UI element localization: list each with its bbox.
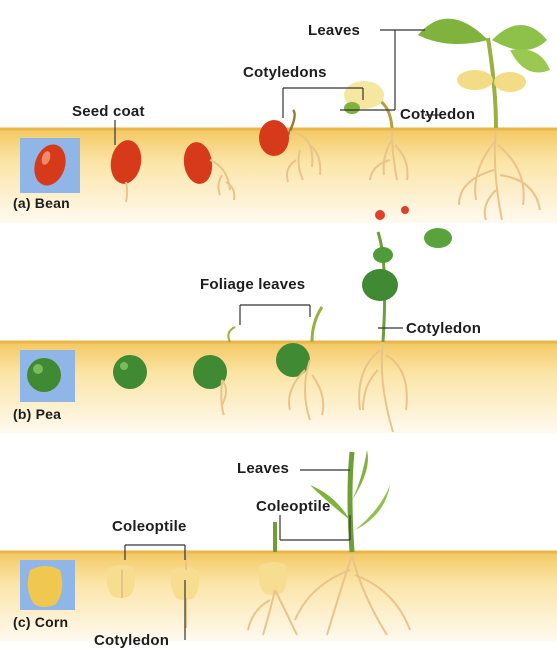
corn-kernel-inset	[28, 566, 63, 607]
label-foliage-leaves-pea: Foliage leaves	[200, 276, 305, 293]
corn-panel	[0, 450, 557, 641]
caption-bean: (a) Bean	[13, 195, 70, 211]
corn-stage2	[107, 565, 136, 598]
label-cotyledon-pea: Cotyledon	[406, 320, 481, 337]
label-leaves-corn: Leaves	[237, 460, 289, 477]
pea-seed-inset	[27, 358, 61, 392]
label-coleoptile-corn-lower: Coleoptile	[112, 518, 187, 535]
label-leaves-bean: Leaves	[308, 22, 360, 39]
label-seed-coat-bean: Seed coat	[72, 103, 145, 120]
label-cotyledon-bean: Cotyledon	[400, 106, 475, 123]
label-cotyledons-bean: Cotyledons	[243, 64, 327, 81]
label-cotyledon-corn: Cotyledon	[94, 632, 169, 649]
label-coleoptile-corn-upper: Coleoptile	[256, 498, 331, 515]
caption-corn: (c) Corn	[13, 614, 68, 630]
caption-pea: (b) Pea	[13, 406, 61, 422]
pea-stage2	[113, 355, 147, 389]
